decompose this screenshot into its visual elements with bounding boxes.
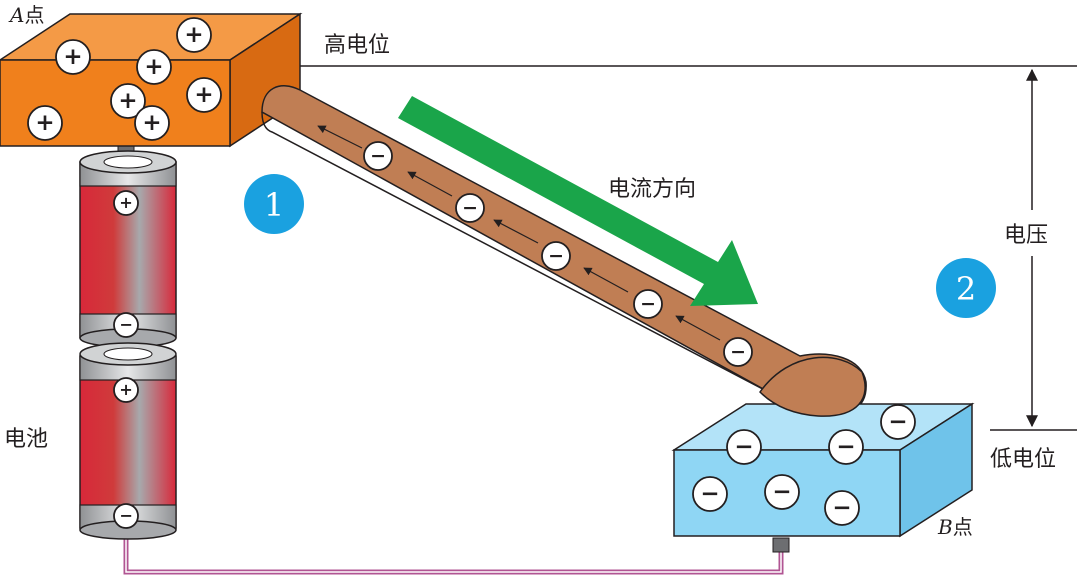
negative-charges: −−−−−− xyxy=(692,404,916,526)
svg-text:1: 1 xyxy=(264,186,284,224)
svg-text:−: − xyxy=(119,315,133,334)
svg-text:+: + xyxy=(119,380,133,399)
electron: − xyxy=(633,289,663,319)
negative-charge: − xyxy=(880,404,916,440)
svg-text:+: + xyxy=(35,110,54,136)
battery-negative-sign: − xyxy=(113,503,139,529)
svg-text:−: − xyxy=(462,197,478,219)
current-direction-arrow xyxy=(398,96,758,306)
battery-positive-sign: + xyxy=(113,377,139,403)
svg-text:−: − xyxy=(119,506,133,525)
positive-charge: + xyxy=(55,39,91,75)
battery-terminal-signs: + − + − xyxy=(113,190,139,529)
positive-charge: + xyxy=(176,17,212,53)
positive-charge: + xyxy=(136,49,172,85)
svg-text:−: − xyxy=(370,145,386,167)
svg-text:+: + xyxy=(118,88,137,114)
svg-text:+: + xyxy=(63,44,82,70)
svg-text:+: + xyxy=(119,193,133,212)
lead-wire xyxy=(123,532,784,575)
negative-charge: − xyxy=(726,429,762,465)
badge-1: 1 xyxy=(244,174,304,234)
point-a-label: A点 xyxy=(8,3,44,27)
svg-text:−: − xyxy=(772,479,791,505)
svg-text:+: + xyxy=(194,82,213,108)
positive-charge: + xyxy=(27,105,63,141)
svg-text:−: − xyxy=(888,409,907,435)
potential-lines xyxy=(300,65,1077,431)
svg-text:−: − xyxy=(548,245,564,267)
negative-charge: − xyxy=(824,490,860,526)
positive-charges: +++++++ xyxy=(27,17,222,141)
svg-text:−: − xyxy=(640,293,656,315)
current-direction-label: 电流方向 xyxy=(608,177,696,202)
wire-electrons: − − − − − xyxy=(363,141,753,367)
electron: − xyxy=(455,193,485,223)
point-b-label: B点 xyxy=(937,515,973,539)
electron-flow-arrows xyxy=(317,125,721,341)
electron: − xyxy=(541,241,571,271)
svg-text:−: − xyxy=(730,341,746,363)
wire-tip xyxy=(759,356,866,417)
battery-positive-sign: + xyxy=(113,190,139,216)
badge-2: 2 xyxy=(936,258,996,318)
low-potential-label: 低电位 xyxy=(990,447,1056,472)
positive-charge: + xyxy=(186,77,222,113)
svg-text:−: − xyxy=(700,481,719,507)
svg-text:−: − xyxy=(836,434,855,460)
battery-negative-sign: − xyxy=(113,312,139,338)
svg-text:+: + xyxy=(184,22,203,48)
negative-charge: − xyxy=(692,476,728,512)
high-potential-label: 高电位 xyxy=(324,33,390,58)
voltage-label: 电压 xyxy=(1004,223,1048,248)
electron: − xyxy=(363,141,393,171)
positive-charge: + xyxy=(134,105,170,141)
svg-text:−: − xyxy=(832,495,851,521)
svg-text:−: − xyxy=(734,434,753,460)
svg-text:+: + xyxy=(144,54,163,80)
block-b xyxy=(671,402,975,553)
svg-text:+: + xyxy=(142,110,161,136)
positive-charge: + xyxy=(110,83,146,119)
negative-charge: − xyxy=(764,474,800,510)
svg-text:2: 2 xyxy=(956,270,976,308)
battery-label: 电池 xyxy=(4,427,48,452)
negative-charge: − xyxy=(828,429,864,465)
electron: − xyxy=(723,337,753,367)
